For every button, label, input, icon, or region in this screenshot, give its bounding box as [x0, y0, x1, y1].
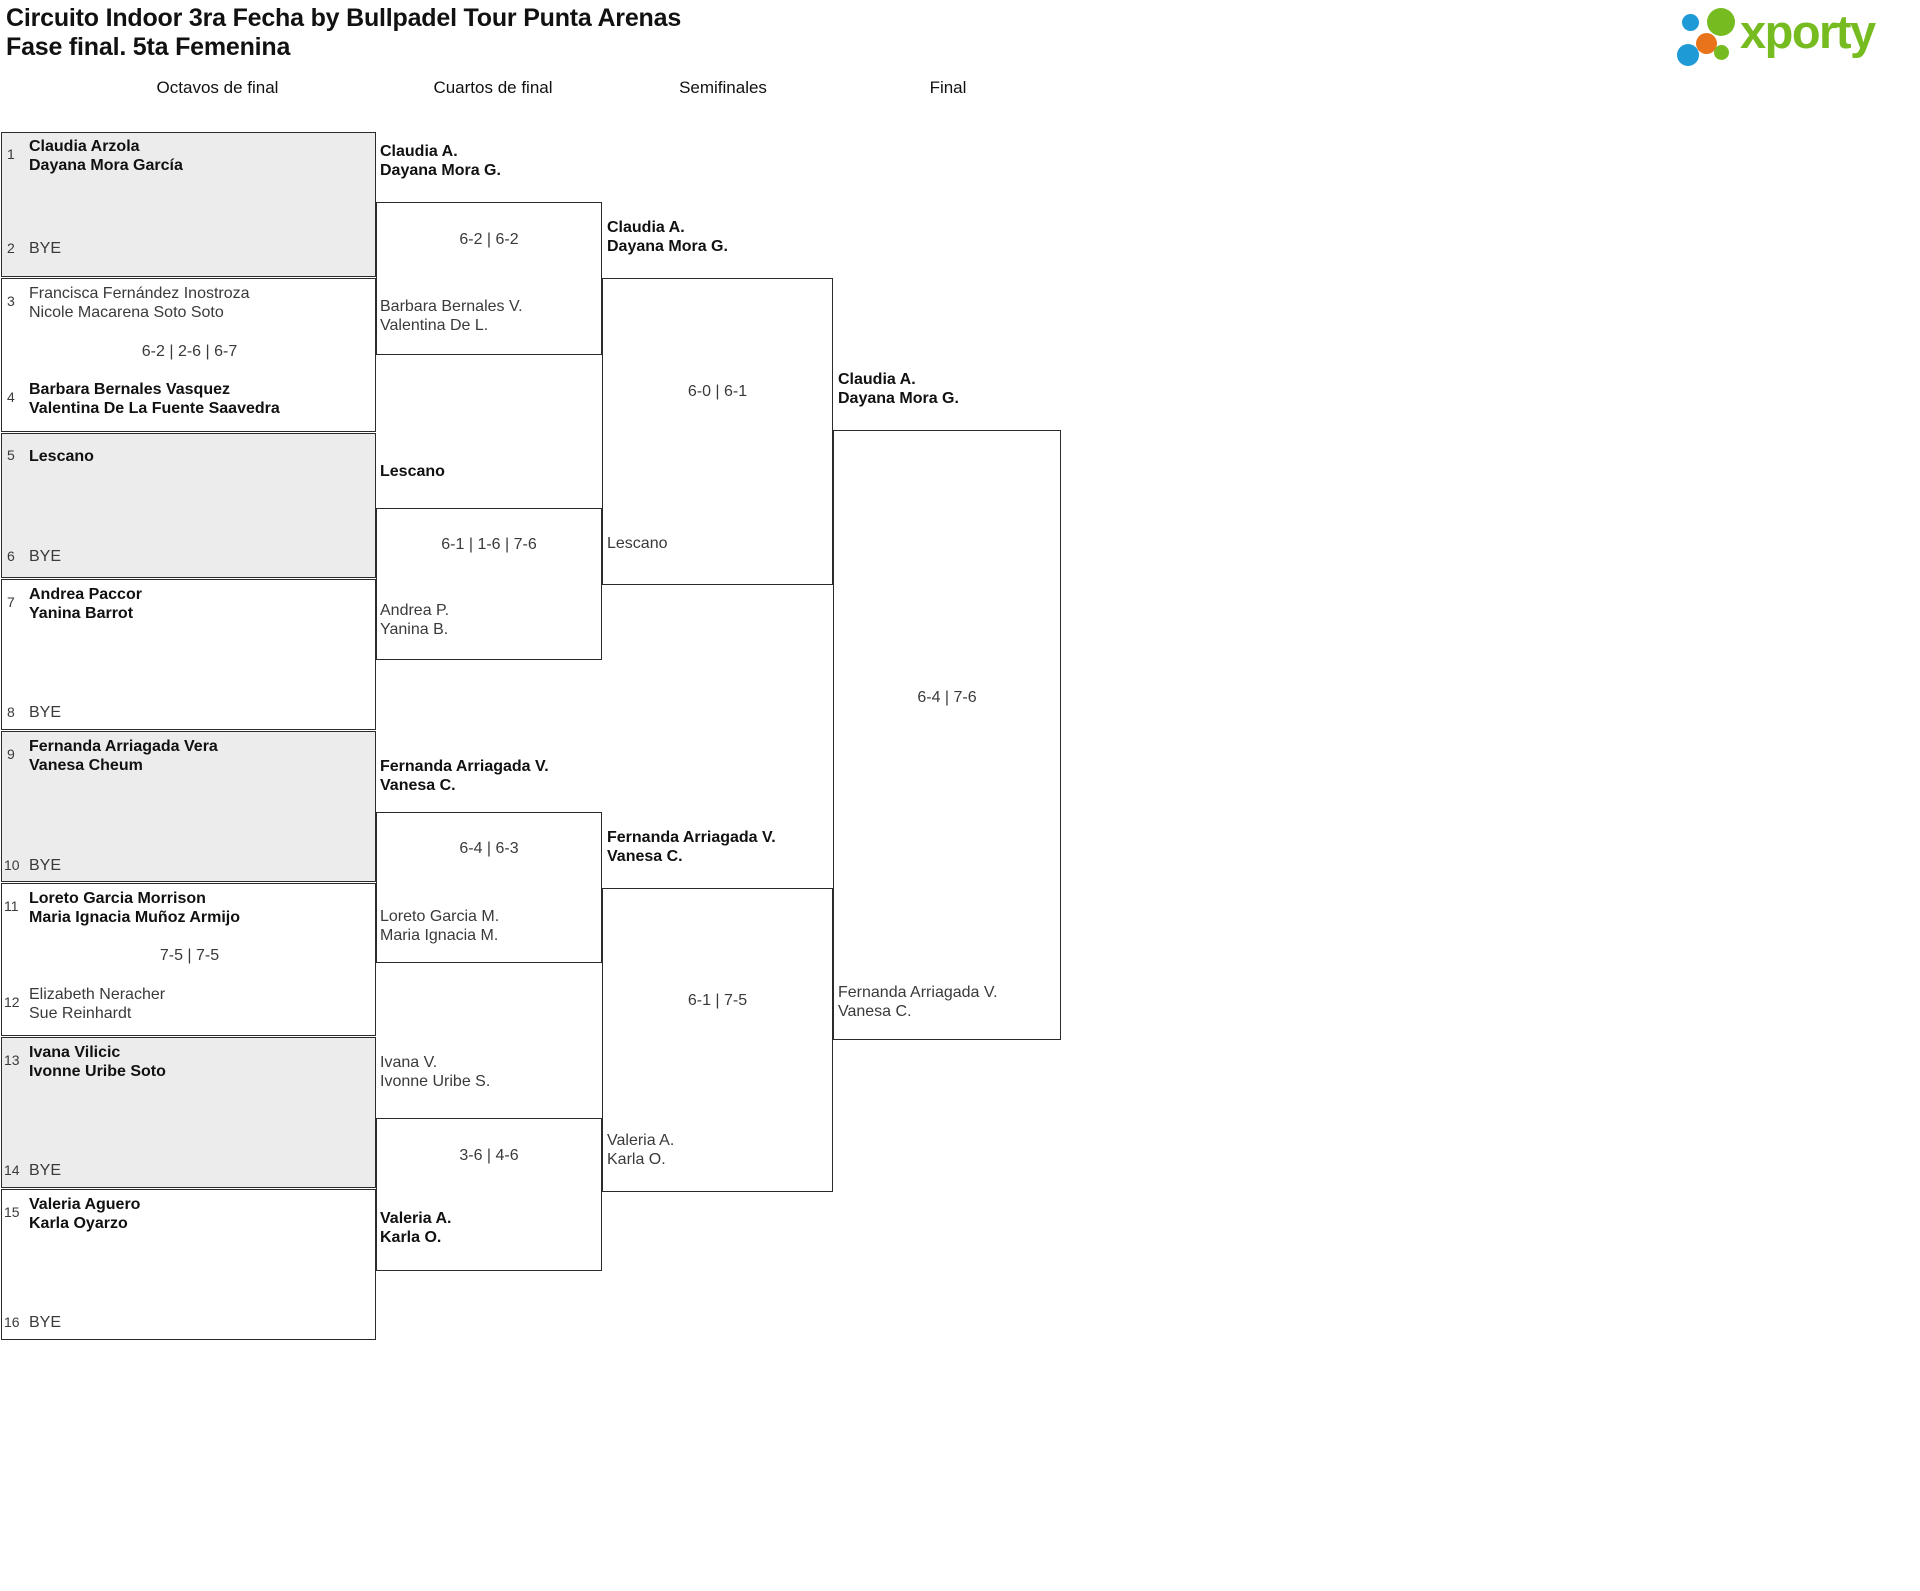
logo-dot-blue-small-icon: [1682, 14, 1699, 31]
team-name: Lescano: [29, 448, 94, 465]
seed-number: 14: [4, 1162, 20, 1178]
xporty-logo: xporty: [1676, 4, 1906, 66]
r2-match-2-connector[interactable]: [376, 508, 602, 660]
r3-match-1-bottom-team: Lescano: [607, 535, 668, 552]
r2-match-3-top-team: Fernanda Arriagada V. Vanesa C.: [380, 758, 549, 794]
r3-match-2-score: 6-1 | 7-5: [687, 992, 748, 1009]
r3-match-2-bottom-team: Valeria A. Karla O.: [607, 1132, 675, 1168]
r3-match-1-connector[interactable]: [602, 278, 833, 585]
r2-match-1-bottom-team: Barbara Bernales V. Valentina De L.: [380, 298, 523, 334]
r2-match-3-score: 6-4 | 6-3: [459, 840, 519, 857]
seed-number: 1: [7, 146, 15, 162]
logo-dot-green-large-icon: [1707, 8, 1735, 36]
r2-match-3-bottom-team: Loreto Garcia M. Maria Ignacia M.: [380, 908, 500, 944]
r3-match-1-score: 6-0 | 6-1: [687, 383, 748, 400]
tournament-title: Circuito Indoor 3ra Fecha by Bullpadel T…: [6, 4, 682, 32]
round-header-octavos: Octavos de final: [156, 78, 279, 97]
seed-number: 13: [4, 1052, 20, 1068]
r1-match-3[interactable]: 5 Lescano 6 BYE: [1, 433, 376, 578]
seed-number: 6: [7, 548, 15, 564]
r2-match-3-connector[interactable]: [376, 812, 602, 963]
round-header-semifinales: Semifinales: [679, 78, 767, 97]
round-header-final: Final: [929, 78, 967, 97]
r4-match-1-connector[interactable]: [833, 430, 1061, 1040]
r3-match-2-top-team: Fernanda Arriagada V. Vanesa C.: [607, 829, 776, 865]
r2-match-1-connector[interactable]: [376, 202, 602, 355]
bye-label: BYE: [29, 240, 62, 257]
page-header: Circuito Indoor 3ra Fecha by Bullpadel T…: [0, 0, 1920, 70]
bye-label: BYE: [29, 548, 62, 565]
r4-match-1-bottom-team: Fernanda Arriagada V. Vanesa C.: [838, 984, 998, 1020]
r4-match-1-top-team: Claudia A. Dayana Mora G.: [838, 371, 959, 407]
logo-dot-orange-icon: [1696, 33, 1717, 54]
r2-match-2-score: 6-1 | 1-6 | 7-6: [441, 536, 537, 553]
logo-dot-blue-large-icon: [1677, 44, 1699, 66]
seed-number: 10: [4, 857, 20, 873]
logo-wordmark: xporty: [1740, 5, 1876, 58]
r2-match-4-top-team: Ivana V. Ivonne Uribe S.: [380, 1054, 491, 1090]
r2-match-4-connector[interactable]: [376, 1118, 602, 1271]
logo-dots-icon: [1676, 6, 1748, 66]
seed-number: 3: [7, 293, 15, 309]
r3-match-2-connector[interactable]: [602, 888, 833, 1192]
r2-match-4-bottom-team: Valeria A. Karla O.: [380, 1210, 452, 1246]
r2-match-1-top-team: Claudia A. Dayana Mora G.: [380, 143, 501, 179]
seed-number: 5: [7, 447, 15, 463]
r2-match-4-score: 3-6 | 4-6: [459, 1147, 519, 1164]
seed-number: 7: [7, 594, 15, 610]
logo-dot-green-small-icon: [1714, 45, 1729, 60]
match-score: 7-5 | 7-5: [159, 947, 220, 964]
r2-match-1-score: 6-2 | 6-2: [459, 231, 519, 248]
bye-label: BYE: [29, 857, 62, 874]
seed-number: 4: [7, 389, 15, 405]
r4-match-1-score: 6-4 | 7-6: [917, 689, 977, 706]
seed-number: 2: [7, 240, 15, 256]
bye-label: BYE: [29, 704, 62, 721]
r2-match-2-top-team: Lescano: [380, 463, 445, 480]
seed-number: 12: [4, 994, 20, 1010]
seed-number: 11: [4, 898, 19, 914]
r2-match-2-bottom-team: Andrea P. Yanina B.: [380, 602, 450, 638]
seed-number: 16: [4, 1314, 20, 1330]
bye-label: BYE: [29, 1162, 62, 1179]
match-score: 6-2 | 2-6 | 6-7: [141, 343, 238, 360]
bye-label: BYE: [29, 1314, 62, 1331]
seed-number: 9: [7, 746, 15, 762]
round-header-cuartos: Cuartos de final: [433, 78, 553, 97]
tournament-subtitle: Fase final. 5ta Femenina: [6, 33, 291, 61]
seed-number: 15: [4, 1204, 20, 1220]
seed-number: 8: [7, 704, 15, 720]
title-block: Circuito Indoor 3ra Fecha by Bullpadel T…: [6, 4, 681, 62]
r3-match-1-top-team: Claudia A. Dayana Mora G.: [607, 219, 728, 255]
